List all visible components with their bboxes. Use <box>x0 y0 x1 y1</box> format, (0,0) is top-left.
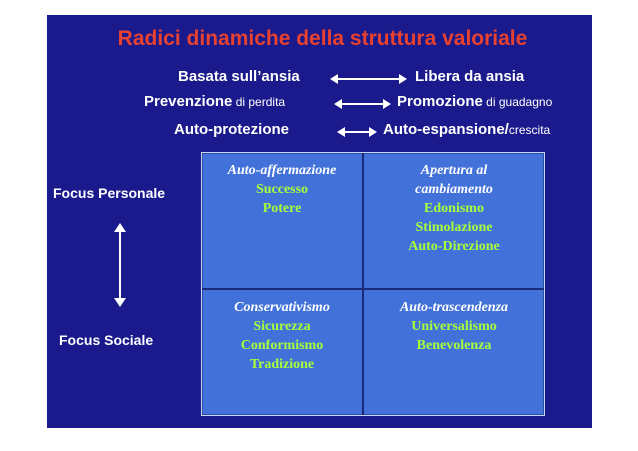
row-3-right-label: Auto-espansione/ <box>383 121 509 138</box>
row-2-left: Prevenzione di perdita <box>144 93 285 110</box>
value-item: Edonismo <box>424 201 484 216</box>
value-item: Stimolazione <box>415 220 493 235</box>
value-item: Benevolenza <box>416 338 492 353</box>
double-arrow-icon <box>330 74 407 84</box>
quadrant-heading: Auto-affermazione <box>227 163 337 178</box>
value-item: Sicurezza <box>253 319 311 334</box>
focus-personal-label: Focus Personale <box>53 185 166 201</box>
row-3-right: Auto-espansione/crescita <box>383 121 550 138</box>
row-3-left: Auto-protezione <box>174 121 289 138</box>
row-3-left-label: Auto-protezione <box>174 121 289 138</box>
value-item: Conformismo <box>240 338 324 353</box>
row-2-left-label: Prevenzione <box>144 93 233 110</box>
vertical-double-arrow-icon <box>114 223 126 307</box>
grid-vertical-divider <box>362 153 364 415</box>
value-item: Auto-Direzione <box>408 239 500 254</box>
row-1-right: Libera da ansia <box>415 68 524 85</box>
double-arrow-icon <box>334 99 391 109</box>
focus-social-label: Focus Sociale <box>59 332 154 348</box>
value-item: Tradizione <box>249 357 315 372</box>
row-2-left-suffix: di perdita <box>232 95 286 109</box>
row-2-right-suffix: di guadagno <box>482 95 553 109</box>
values-quadrant-grid: Auto-affermazione Successo Potere Apertu… <box>201 152 545 416</box>
quadrant-heading: Auto-trascendenza <box>399 300 509 315</box>
double-arrow-icon <box>337 127 377 137</box>
quadrant-bottom-right: Auto-trascendenza Universalismo Benevole… <box>364 298 544 355</box>
grid-horizontal-divider <box>202 288 544 290</box>
row-1-left: Basata sull’ansia <box>178 68 300 85</box>
value-item: Successo <box>255 182 309 197</box>
row-2-right: Promozione di guadagno <box>397 93 552 110</box>
quadrant-bottom-left: Conservativismo Sicurezza Conformismo Tr… <box>202 298 362 374</box>
row-3-right-suffix: crescita <box>508 123 551 137</box>
row-1-left-label: Basata sull’ansia <box>178 68 300 85</box>
quadrant-top-right: Apertura al cambiamento Edonismo Stimola… <box>364 161 544 256</box>
slide-title: Radici dinamiche della struttura valoria… <box>117 27 528 50</box>
value-item: Universalismo <box>411 319 497 334</box>
quadrant-heading: cambiamento <box>415 182 493 197</box>
slide: Radici dinamiche della struttura valoria… <box>47 15 592 428</box>
quadrant-heading: Conservativismo <box>234 300 330 315</box>
quadrant-top-left: Auto-affermazione Successo Potere <box>202 161 362 218</box>
quadrant-heading: Apertura al <box>420 163 488 178</box>
row-1-right-label: Libera da ansia <box>415 68 525 85</box>
row-2-right-label: Promozione <box>397 93 483 110</box>
value-item: Potere <box>262 201 302 216</box>
